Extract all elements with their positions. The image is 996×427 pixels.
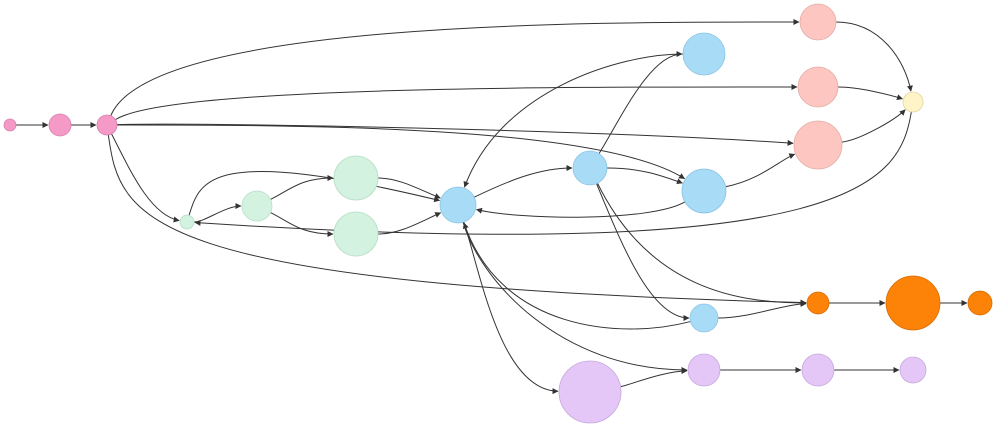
node-n1[interactable]: [3, 118, 17, 132]
node-n2[interactable]: [48, 113, 72, 137]
node-circle[interactable]: [902, 91, 924, 113]
node-n13[interactable]: [799, 3, 837, 41]
edge-n4-n5: [193, 203, 242, 223]
node-n9[interactable]: [572, 150, 608, 186]
node-circle[interactable]: [179, 214, 195, 230]
edge-n5-n6: [270, 175, 334, 200]
node-circle[interactable]: [333, 211, 379, 257]
node-circle[interactable]: [793, 120, 843, 170]
edge-n12-n8: [462, 222, 691, 330]
edge-n11-n8: [463, 53, 684, 188]
edge-n15-n16: [841, 109, 906, 143]
edge-n8-n9: [474, 165, 573, 198]
node-n23[interactable]: [899, 356, 927, 384]
node-n10[interactable]: [681, 168, 727, 214]
node-circle[interactable]: [687, 353, 721, 387]
node-circle[interactable]: [806, 291, 830, 315]
node-n21[interactable]: [687, 353, 721, 387]
edge-n3-n4: [111, 133, 180, 223]
edge-n3-n13: [110, 18, 800, 116]
node-n18[interactable]: [885, 275, 941, 331]
node-n16[interactable]: [902, 91, 924, 113]
edge-n8-n20: [463, 221, 559, 395]
node-circle[interactable]: [801, 353, 835, 387]
node-n5[interactable]: [241, 190, 273, 222]
edge-n9-n17: [597, 183, 807, 306]
edge-n3-n10: [116, 124, 686, 180]
node-circle[interactable]: [681, 168, 727, 214]
edge-n13-n16: [835, 21, 913, 92]
node-circle[interactable]: [241, 190, 273, 222]
edge-n6-n8: [377, 177, 441, 199]
node-circle[interactable]: [799, 3, 837, 41]
node-circle[interactable]: [689, 303, 719, 333]
node-circle[interactable]: [572, 150, 608, 186]
edge-n5-n7: [270, 212, 334, 237]
node-circle[interactable]: [439, 186, 477, 224]
node-n4[interactable]: [179, 214, 195, 230]
node-circle[interactable]: [558, 360, 622, 424]
node-n22[interactable]: [801, 353, 835, 387]
node-n7[interactable]: [333, 211, 379, 257]
node-circle[interactable]: [885, 275, 941, 331]
edges-layer: [16, 18, 968, 395]
node-circle[interactable]: [48, 113, 72, 137]
node-n11[interactable]: [682, 32, 726, 76]
node-n14[interactable]: [797, 66, 839, 108]
edge-n12-n17: [717, 300, 807, 319]
node-n6[interactable]: [333, 155, 379, 201]
edge-n10-n15: [725, 153, 796, 188]
nodes-layer: [3, 3, 993, 424]
node-circle[interactable]: [333, 155, 379, 201]
node-circle[interactable]: [967, 290, 993, 316]
node-circle[interactable]: [899, 356, 927, 384]
edge-n3-n14: [115, 83, 798, 121]
edge-n3-n17: [107, 134, 807, 306]
edge-n10-n8: [475, 201, 686, 218]
edge-n20-n21: [620, 368, 688, 388]
edge-n7-n8: [377, 212, 442, 235]
node-n20[interactable]: [558, 360, 622, 424]
node-n3[interactable]: [96, 114, 118, 136]
node-circle[interactable]: [797, 66, 839, 108]
edge-n8-n21: [462, 222, 688, 373]
edge-n9-n11: [598, 51, 683, 154]
node-n12[interactable]: [689, 303, 719, 333]
edge-n14-n16: [837, 86, 903, 101]
node-n15[interactable]: [793, 120, 843, 170]
node-circle[interactable]: [3, 118, 17, 132]
node-n8[interactable]: [439, 186, 477, 224]
node-n17[interactable]: [806, 291, 830, 315]
node-n19[interactable]: [967, 290, 993, 316]
edge-n9-n12: [596, 183, 690, 321]
edge-n4-n8: [188, 171, 441, 216]
edge-n3-n15: [116, 123, 794, 146]
edge-n9-n10: [606, 167, 683, 185]
edge-n16-n4: [194, 111, 912, 235]
node-circle[interactable]: [682, 32, 726, 76]
node-circle[interactable]: [96, 114, 118, 136]
